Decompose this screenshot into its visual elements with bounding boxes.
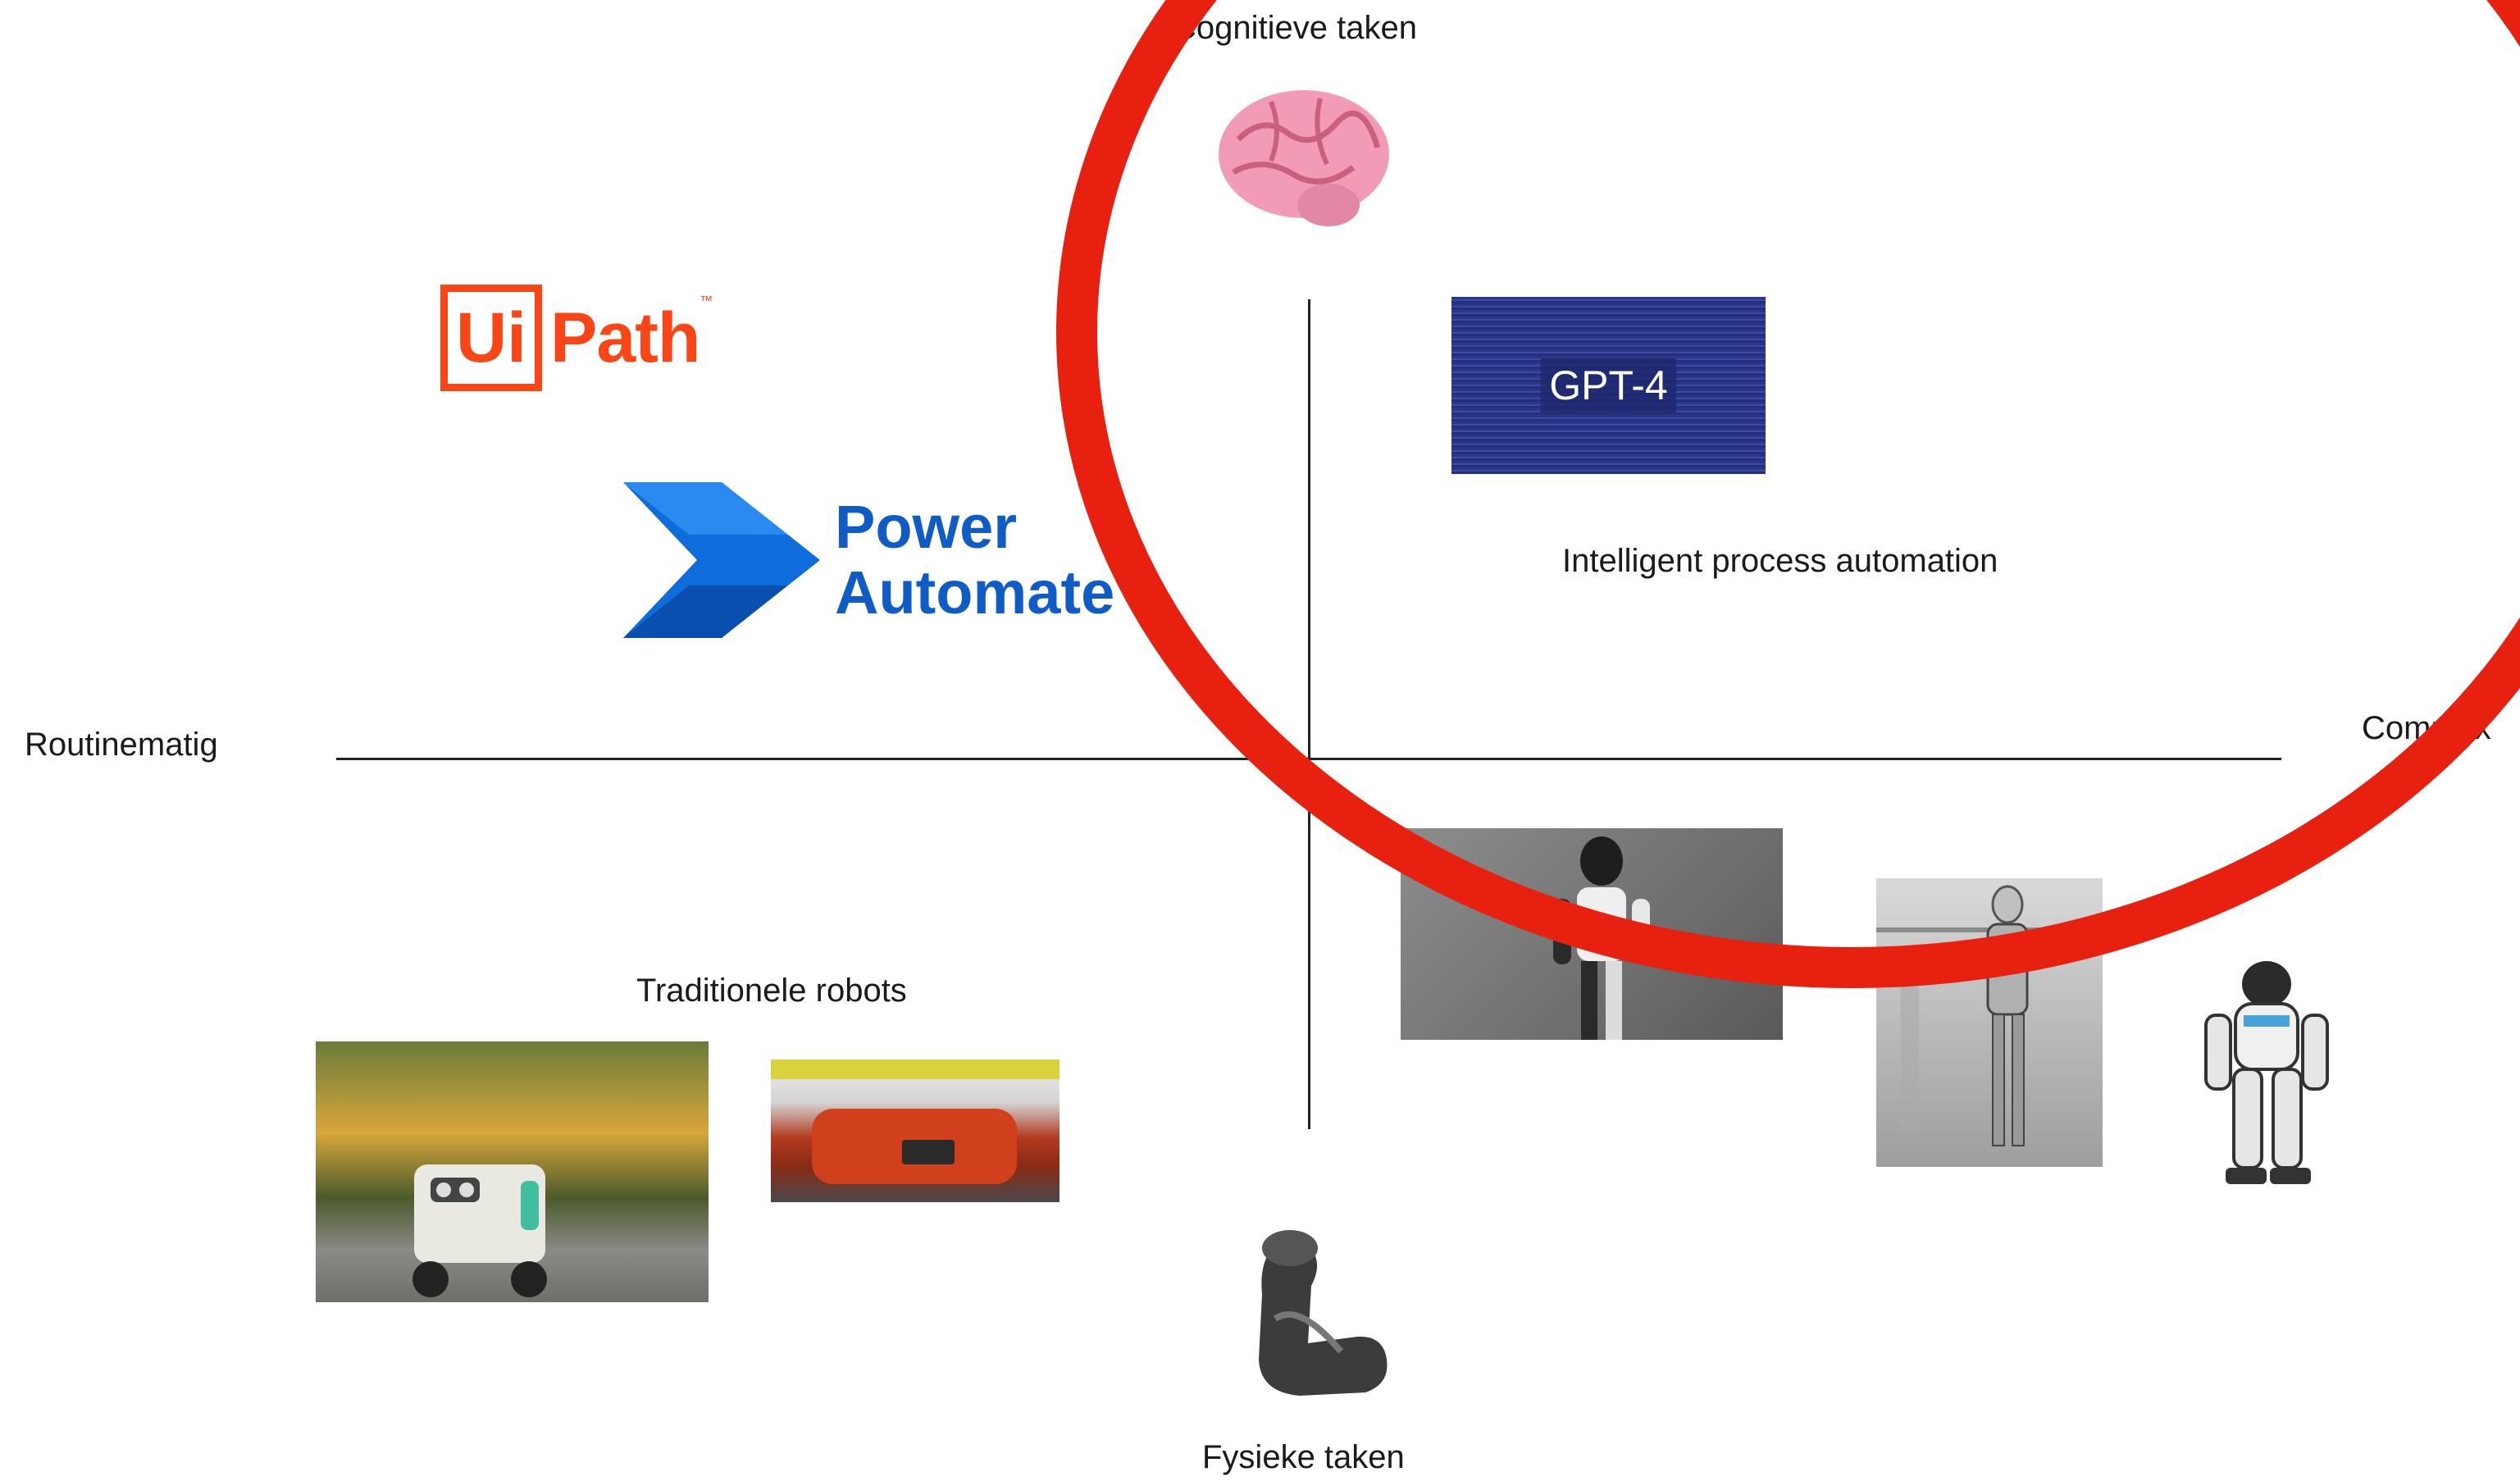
highlight-circle [1056, 0, 2520, 988]
traditional-robots-label: Traditionele robots [636, 973, 907, 1009]
power-automate-line-1: Power [835, 493, 1018, 561]
bottom-axis-label: Fysieke taken [1202, 1439, 1405, 1475]
gpt4-image: GPT-4 [1451, 297, 1766, 474]
delivery-robot-photo [316, 1041, 709, 1302]
humanoid-robot-photo-2 [1876, 878, 2103, 1167]
warehouse-robot-photo [771, 1059, 1059, 1202]
brain-icon [1219, 90, 1389, 226]
uipath-trademark: ™ [699, 294, 713, 308]
gpt4-label: GPT-4 [1541, 358, 1676, 412]
atlas-robot-icon [2204, 961, 2329, 1184]
intelligent-process-automation-label: Intelligent process automation [1562, 543, 1998, 579]
flexed-biceps-icon [1259, 1230, 1388, 1396]
uipath-logo-box: Ui [440, 285, 542, 391]
vertical-axis [1308, 299, 1310, 1129]
power-automate-logo-text: Power Automate [835, 494, 1114, 626]
left-axis-label: Routinematig [25, 727, 218, 763]
delivery-robot-icon [412, 1164, 547, 1297]
uipath-logo: Ui Path ™ [440, 285, 713, 391]
top-axis-label: Cognitieve taken [1173, 10, 1417, 46]
power-automate-logo-icon [623, 482, 820, 638]
power-automate-line-2: Automate [835, 558, 1115, 627]
uipath-logo-text: Path [550, 298, 700, 377]
warehouse-robot-icon [771, 1059, 1059, 1184]
